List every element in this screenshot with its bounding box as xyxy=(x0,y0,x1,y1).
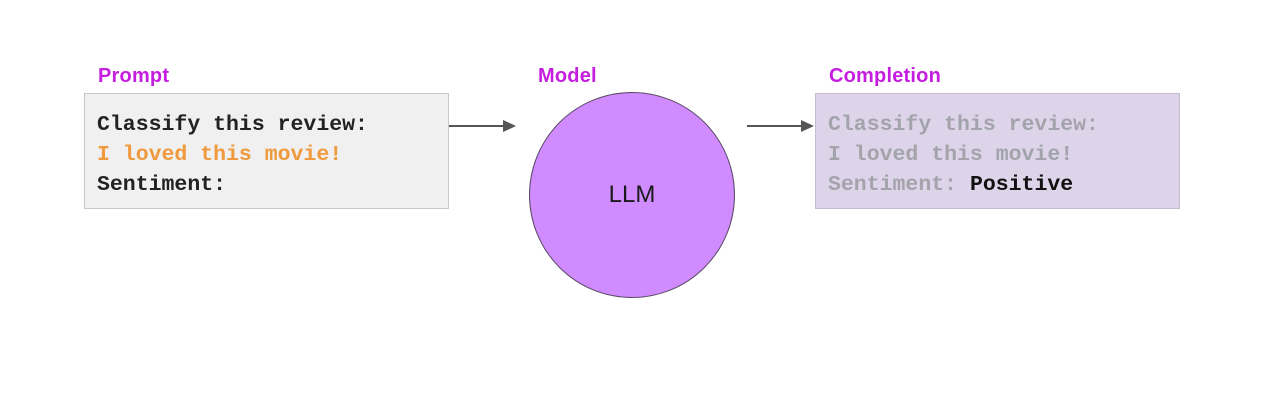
prompt-line-review: I loved this movie! xyxy=(97,143,343,167)
llm-label: LLM xyxy=(608,181,656,208)
completion-line-sentiment: Sentiment: Positive xyxy=(828,170,1167,200)
prompt-box: Classify this review: I loved this movie… xyxy=(84,93,449,209)
completion-box: Classify this review: I loved this movie… xyxy=(815,93,1180,209)
model-to-completion-arrow xyxy=(747,120,814,132)
model-label: Model xyxy=(538,65,597,87)
prompt-line-sentiment: Sentiment: xyxy=(97,173,227,197)
completion-answer: Positive xyxy=(969,173,1074,197)
completion-label: Completion xyxy=(829,65,941,87)
llm-circle: LLM xyxy=(529,92,735,298)
prompt-label: Prompt xyxy=(98,65,170,87)
prompt-to-model-arrow xyxy=(449,120,516,132)
completion-sentiment-prefix: Sentiment: xyxy=(828,173,970,197)
prompt-line-instruction: Classify this review: xyxy=(97,113,368,137)
completion-line-instruction: Classify this review: xyxy=(828,113,1099,137)
completion-line-review: I loved this movie! xyxy=(828,143,1074,167)
